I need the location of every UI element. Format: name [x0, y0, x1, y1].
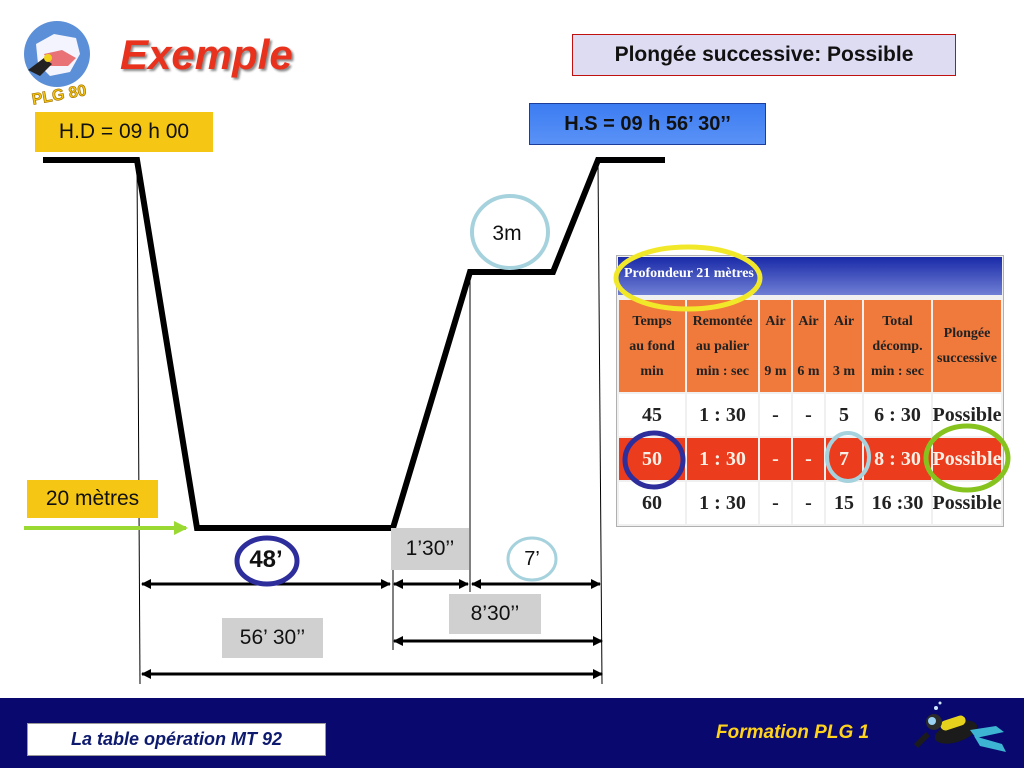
table-title-bar [618, 257, 1002, 295]
table-cell: - [760, 482, 791, 524]
table-header-bottom-time: Temps au fond min [619, 300, 685, 392]
table-header-air-9m: Air 9 m [760, 300, 791, 392]
depth-label: 20 mètres [27, 480, 158, 518]
table-cell: 15 [826, 482, 862, 524]
decompression-time-label: 8’30’’ [449, 594, 541, 634]
status-box: Plongée successive: Possible [572, 34, 956, 76]
table-title: Profondeur 21 mètres [624, 266, 754, 281]
table-cell: 1 : 30 [687, 438, 758, 480]
table-cell: 16 :30 [864, 482, 931, 524]
table-cell: Possible [933, 438, 1001, 480]
table-cell: 1 : 30 [687, 482, 758, 524]
ascent-time-label: 1’30’’ [391, 528, 469, 570]
bottom-time-circle [234, 535, 300, 587]
table-cell: - [793, 394, 824, 436]
guide-line [597, 161, 603, 685]
table-highlights [613, 244, 1011, 493]
footer-slide-title: La table opération MT 92 [27, 723, 326, 756]
table-cell: - [760, 438, 791, 480]
stop-time-label: 7’ [524, 547, 540, 570]
table-cell: 6 : 30 [864, 394, 931, 436]
table-header-air-6m: Air 6 m [793, 300, 824, 392]
table-cell: 5 [826, 394, 862, 436]
table-title-highlight-circle [613, 244, 763, 312]
footer-course-name: Formation PLG 1 [716, 722, 870, 743]
table-cell: 8 : 30 [864, 438, 931, 480]
stop-depth-label: 3m [492, 222, 522, 245]
scuba-diver-icon [914, 701, 1006, 752]
total-dive-time-label: 56’ 30’’ [222, 618, 323, 658]
table-header-ascent: Remontée au palier min : sec [687, 300, 758, 392]
table-cell: - [793, 482, 824, 524]
guide-line [136, 161, 141, 685]
dive-profile-line [43, 157, 665, 531]
dive-profile-diagram [24, 157, 665, 685]
table-header-successive-dive: Plongée successive [933, 300, 1001, 392]
bottom-time-label: 48’ [249, 546, 283, 573]
table-cell: Possible [933, 482, 1001, 524]
table-cell: - [760, 394, 791, 436]
surfacing-time-label: H.S = 09 h 56’ 30’’ [529, 103, 766, 145]
table-header-total-decompression: Total décomp. min : sec [864, 300, 931, 392]
table-cell: 1 : 30 [687, 394, 758, 436]
page-title: Exemple [120, 31, 293, 78]
table-cell: - [793, 438, 824, 480]
bottom-time-row-circle [622, 430, 686, 490]
dive-start-time-label: H.D = 09 h 00 [35, 112, 213, 152]
table-cell: 45 [619, 394, 685, 436]
table-header-air-3m: Air 3 m [826, 300, 862, 392]
air-3m-circle [825, 431, 871, 483]
successive-dive-circle [923, 423, 1011, 493]
stop-depth-circle [470, 194, 550, 270]
stop-time-circle [506, 536, 558, 582]
plg80-logo-icon: PLG 80 [24, 21, 90, 106]
